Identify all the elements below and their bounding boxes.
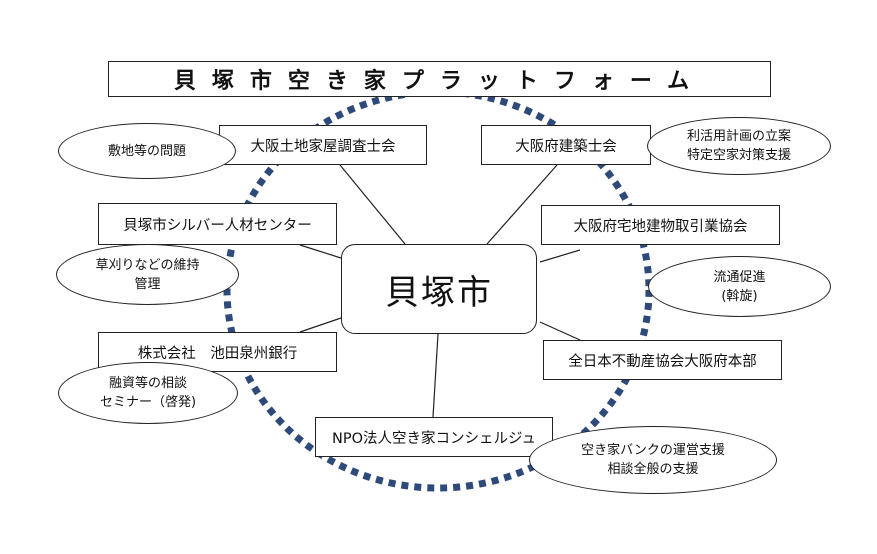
connector-kenchiku: [486, 164, 558, 245]
note-kusakari: 草刈りなどの維持 管理: [56, 244, 239, 305]
center-node: 貝塚市: [341, 244, 537, 334]
page-title: 貝塚市空き家プラットフォーム: [108, 61, 771, 97]
note-yushi: 融資等の相談 セミナー（啓発): [58, 362, 238, 424]
note-shikichi: 敷地等の問題: [58, 123, 236, 179]
connector-ikeda: [299, 317, 342, 333]
org-takuchi-kyokai: 大阪府宅地建物取引業協会: [541, 205, 780, 245]
note-katsuyou: 利活用計画の立案 特定空家対策支援: [647, 117, 831, 175]
org-osaka-tochi-kaoku: 大阪土地家屋調査士会: [219, 125, 427, 165]
connector-npo: [432, 333, 439, 418]
connector-takuchi: [539, 249, 581, 263]
note-akiya-bank: 空き家バンクの運営支援 相談全般の支援: [529, 426, 777, 494]
org-osaka-kenchikushi: 大阪府建築士会: [481, 125, 651, 165]
org-npo-akiya-concierge: NPO法人空き家コンシェルジュ: [315, 417, 553, 457]
org-zennichi-fudosan: 全日本不動産協会大阪府本部: [543, 340, 782, 380]
connector-tochi: [339, 164, 406, 245]
connector-silver: [299, 244, 342, 259]
connector-zennichi: [539, 321, 581, 341]
org-silver-jinzai: 貝塚市シルバー人材センター: [98, 203, 337, 245]
note-ryutsu: 流通促進 (斡旋): [648, 256, 831, 317]
